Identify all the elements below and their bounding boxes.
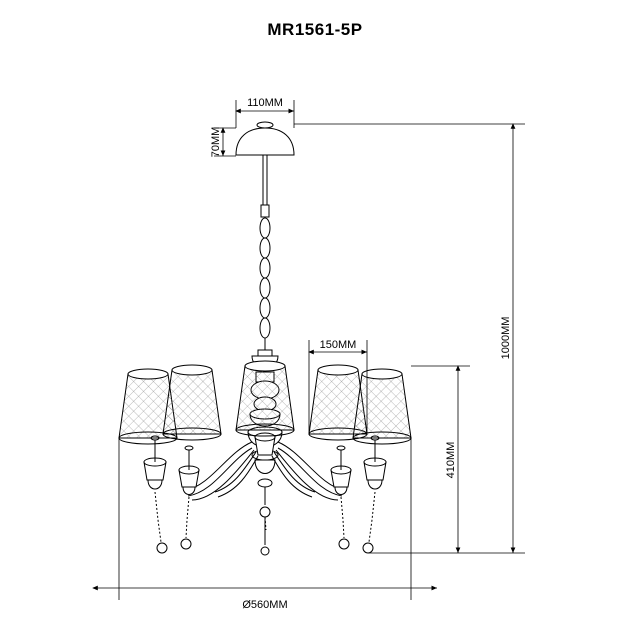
socket-inner-right: [330, 445, 352, 495]
socket-outer-left: [143, 435, 167, 490]
shade-center: [235, 360, 295, 437]
dimension-lines: [92, 100, 525, 600]
label-canopy-width: 110MM: [247, 97, 283, 109]
label-canopy-height: 70MM: [210, 127, 222, 158]
chain: [259, 217, 271, 350]
dim-fixture-height: [368, 365, 470, 554]
dim-diameter: [92, 438, 437, 600]
label-total-height: 1000MM: [500, 317, 512, 360]
label-diameter: Ø560MM: [242, 599, 287, 611]
dim-total-height: [294, 123, 525, 554]
shade-outer-right: [352, 368, 412, 445]
pull-chains: [154, 491, 376, 554]
canopy: [235, 121, 295, 156]
dim-shade-width: [308, 340, 368, 434]
socket-inner-left: [178, 445, 200, 495]
shade-outer-left: [118, 368, 178, 445]
page-title: MR1561-5P: [267, 20, 363, 39]
label-fixture-height: 410MM: [445, 442, 457, 479]
fixture-group: [118, 121, 412, 556]
socket-center: [254, 432, 276, 456]
suspension-rod: [260, 155, 270, 218]
dim-canopy-height: [214, 127, 236, 157]
label-shade-width: 150MM: [320, 339, 357, 351]
shade-inner-left: [162, 364, 222, 441]
dim-canopy-width: [235, 100, 295, 128]
